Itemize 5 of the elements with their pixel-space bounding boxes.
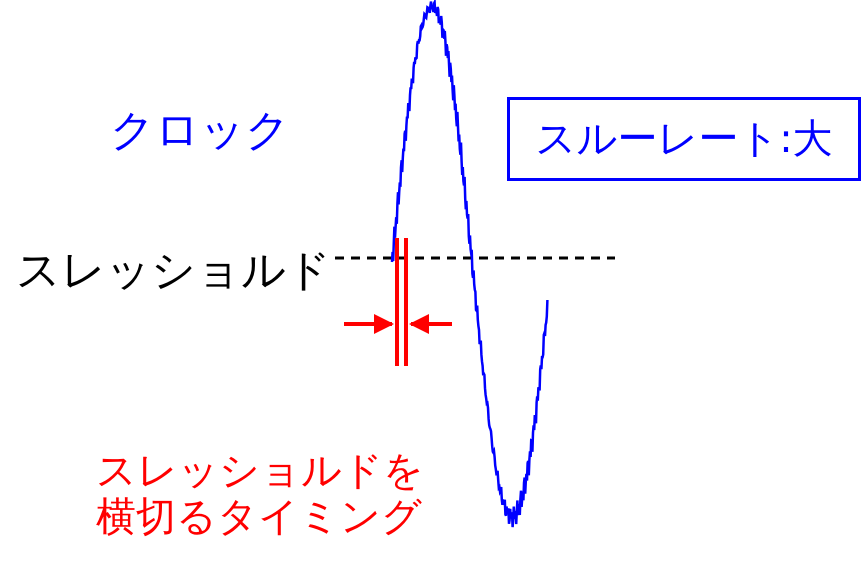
slew-rate-box bbox=[507, 97, 861, 181]
clock-label: クロック bbox=[110, 104, 290, 158]
threshold-label: スレッショルド bbox=[16, 244, 331, 298]
crossing-timing-label: スレッショルドを横切るタイミング bbox=[96, 448, 425, 540]
box-text: スルーレート:大 bbox=[535, 115, 833, 164]
